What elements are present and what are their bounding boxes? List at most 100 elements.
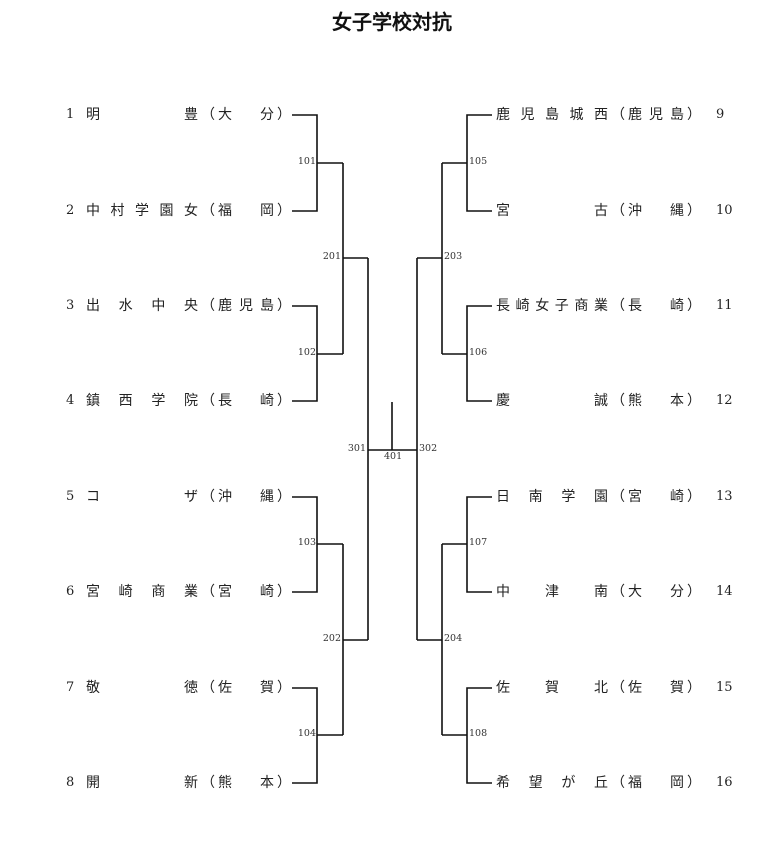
paren-close: ）	[277, 203, 291, 219]
team-entry: 中津南（大分）14	[496, 582, 736, 602]
team-seed: 12	[716, 393, 733, 408]
team-seed: 14	[716, 584, 733, 599]
team-seed: 6	[66, 584, 75, 599]
paren-close: ）	[277, 298, 291, 314]
bracket-line	[442, 305, 492, 402]
team-seed: 4	[66, 393, 75, 408]
team-prefecture: 大分	[628, 584, 684, 600]
team-name: 佐賀北	[496, 680, 608, 696]
team-entry: 日南学園（宮崎）13	[496, 487, 736, 507]
match-number: 101	[297, 156, 316, 167]
team-name: 宮崎商業	[86, 584, 198, 600]
match-number: 106	[469, 347, 488, 358]
team-name: 宮古	[496, 203, 608, 219]
team-seed: 11	[716, 298, 733, 313]
team-prefecture: 福岡	[218, 203, 274, 219]
team-name: コザ	[86, 489, 198, 505]
paren-open: （	[201, 107, 215, 123]
bracket-line	[292, 687, 343, 784]
team-seed: 1	[66, 107, 75, 122]
team-prefecture: 沖縄	[628, 203, 684, 219]
team-prefecture: 大分	[218, 107, 274, 123]
team-seed: 15	[716, 680, 733, 695]
team-name: 長崎女子商業	[496, 298, 608, 314]
bracket-line	[442, 687, 492, 784]
match-number: 104	[297, 728, 316, 739]
team-prefecture: 長崎	[628, 298, 684, 314]
paren-close: ）	[277, 107, 291, 123]
bracket-line	[342, 163, 368, 354]
paren-close: ）	[687, 680, 701, 696]
team-prefecture: 宮崎	[628, 489, 684, 505]
team-seed: 3	[66, 298, 75, 313]
team-seed: 16	[716, 775, 733, 790]
bracket-line	[292, 305, 343, 402]
match-number: 105	[469, 156, 488, 167]
paren-open: （	[201, 489, 215, 505]
bracket-line	[442, 496, 492, 593]
match-number: 202	[322, 633, 341, 644]
page-title: 女子学校対抗	[332, 10, 452, 34]
team-name: 鎮西学院	[86, 393, 198, 409]
team-prefecture: 佐賀	[218, 680, 274, 696]
team-prefecture: 熊本	[218, 775, 274, 791]
paren-open: （	[201, 775, 215, 791]
match-number: 301	[347, 443, 366, 454]
bracket-line	[417, 163, 443, 354]
team-seed: 2	[66, 203, 75, 218]
match-number: 107	[469, 537, 488, 548]
team-prefecture: 佐賀	[628, 680, 684, 696]
paren-open: （	[611, 584, 625, 600]
paren-open: （	[201, 584, 215, 600]
bracket-line	[292, 114, 343, 212]
team-name: 敬徳	[86, 680, 198, 696]
paren-close: ）	[277, 393, 291, 409]
team-name: 出水中央	[86, 298, 198, 314]
team-seed: 5	[66, 489, 75, 504]
paren-close: ）	[277, 680, 291, 696]
team-entry: 4 鎮西学院（長崎）	[66, 391, 294, 411]
bracket-line	[292, 496, 343, 593]
team-name: 中村学園女	[86, 203, 198, 219]
paren-close: ）	[687, 393, 701, 409]
team-name: 開新	[86, 775, 198, 791]
paren-open: （	[611, 107, 625, 123]
paren-open: （	[611, 680, 625, 696]
team-prefecture: 熊本	[628, 393, 684, 409]
paren-close: ）	[687, 107, 701, 123]
team-entry: 宮古（沖縄）10	[496, 201, 736, 221]
team-seed: 9	[716, 107, 725, 122]
team-name: 鹿児島城西	[496, 107, 608, 123]
bracket-line	[417, 544, 443, 735]
team-name: 希望が丘	[496, 775, 608, 791]
paren-open: （	[201, 203, 215, 219]
team-seed: 13	[716, 489, 733, 504]
paren-close: ）	[277, 775, 291, 791]
match-number: 102	[297, 347, 316, 358]
team-name: 日南学園	[496, 489, 608, 505]
paren-close: ）	[687, 489, 701, 505]
bracket-line	[367, 258, 418, 640]
team-prefecture: 長崎	[218, 393, 274, 409]
paren-close: ）	[687, 298, 701, 314]
paren-open: （	[611, 393, 625, 409]
paren-open: （	[201, 393, 215, 409]
match-number: 204	[444, 633, 463, 644]
match-number: 108	[469, 728, 488, 739]
paren-open: （	[201, 298, 215, 314]
match-number: 203	[444, 251, 463, 262]
team-name: 中津南	[496, 584, 608, 600]
team-entry: 長崎女子商業（長崎） 11	[496, 296, 736, 316]
team-seed: 8	[66, 775, 75, 790]
team-prefecture: 沖縄	[218, 489, 274, 505]
paren-close: ）	[277, 584, 291, 600]
team-name: 慶誠	[496, 393, 608, 409]
paren-close: ）	[687, 203, 701, 219]
paren-open: （	[611, 203, 625, 219]
paren-open: （	[611, 298, 625, 314]
